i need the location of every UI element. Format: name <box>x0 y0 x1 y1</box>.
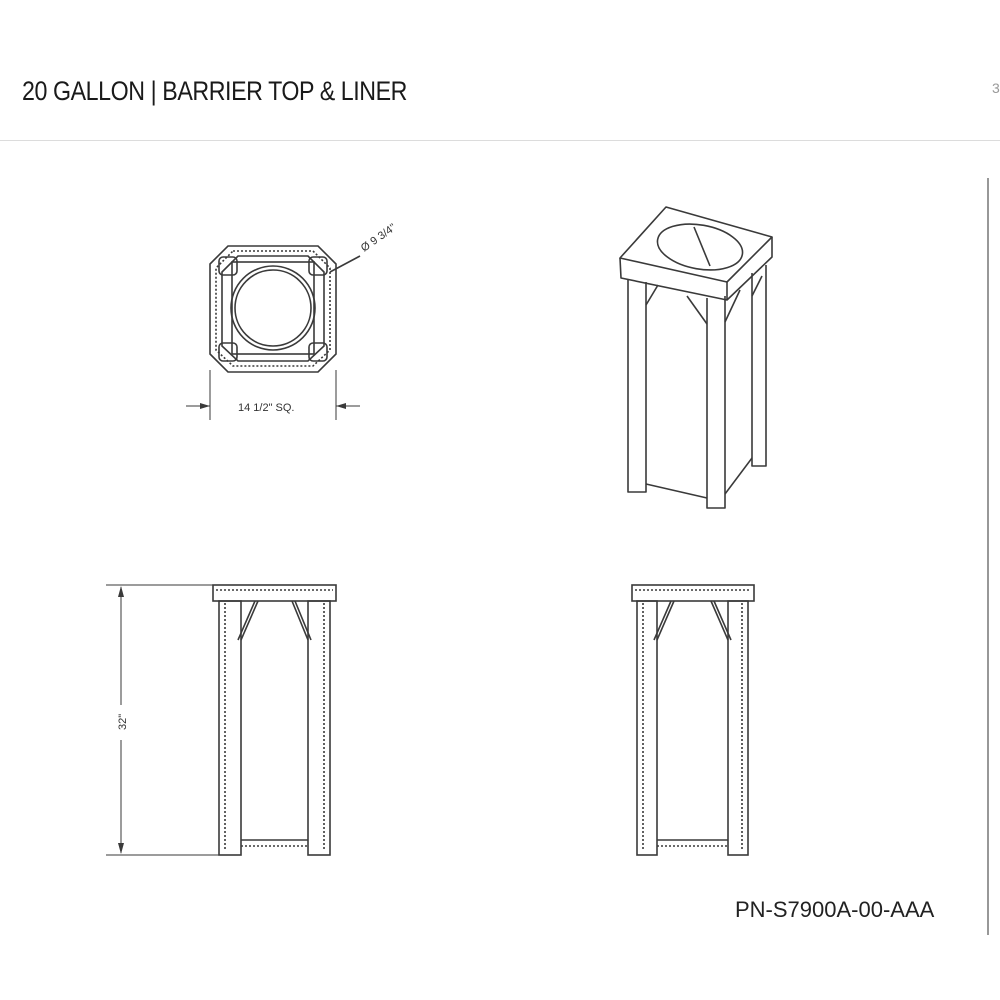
isometric-view <box>619 206 773 509</box>
diameter-label: Ø 9 3/4" <box>359 222 399 255</box>
header-divider <box>0 140 1000 141</box>
width-label: 14 1/2" SQ. <box>238 402 295 414</box>
scrollbar-edge[interactable]: 3 <box>992 80 1000 96</box>
side-view <box>631 584 755 856</box>
height-label: 32" <box>117 714 129 730</box>
top-view <box>186 245 361 420</box>
page-header: 20 GALLON | BARRIER TOP & LINER 3 <box>0 0 1000 140</box>
technical-drawing: Ø 9 3/4" 14 1/2" SQ. <box>106 178 989 935</box>
part-number: PN-S7900A-00-AAA <box>735 897 935 922</box>
front-view <box>106 584 337 856</box>
page-title: 20 GALLON | BARRIER TOP & LINER <box>22 76 408 106</box>
